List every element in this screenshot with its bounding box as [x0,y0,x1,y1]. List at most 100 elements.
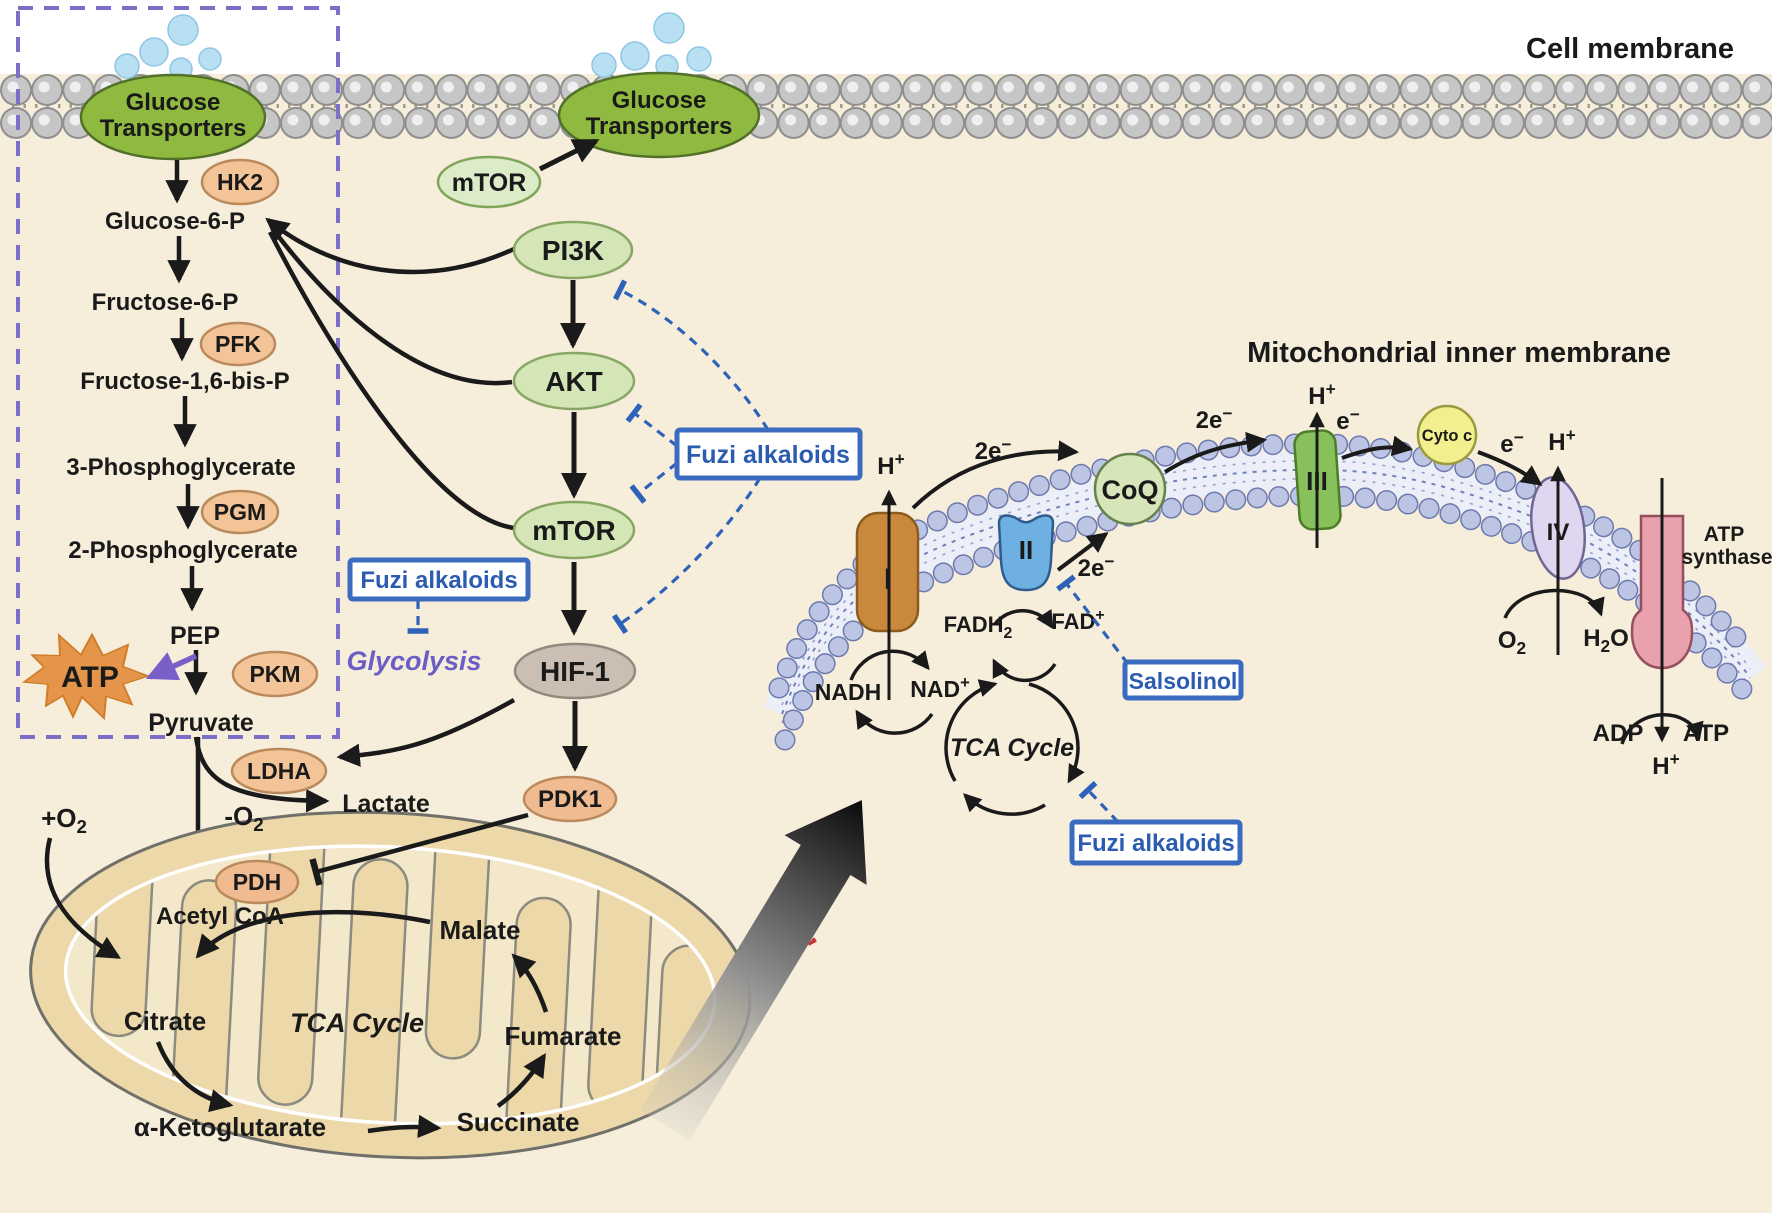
svg-text:HIF-1: HIF-1 [540,656,610,687]
svg-text:Fuzi alkaloids: Fuzi alkaloids [1077,830,1234,857]
h-plus-label-synthase: H+ [1652,749,1679,780]
fuzi-alkaloids-box-tca: Fuzi alkaloids [1069,819,1243,866]
ldha-oval: LDHA [230,747,328,795]
hif1-to-ldha-arrow [336,698,516,767]
enzyme-pfk: PFK [199,321,277,367]
pdk1-oval: PDK1 [522,775,618,823]
svg-text:Fuzi alkaloids: Fuzi alkaloids [360,567,517,594]
pdk1-inhibits-pdh [309,812,529,886]
adp-label: ADP [1593,720,1644,747]
atp-label-synthase: ATP [1683,720,1729,747]
fadh2-label: FADH2 [944,612,1013,642]
oxygen-entry-arrow [44,837,122,959]
mtor-to-transporter-arrow [538,138,600,172]
nadh-label: NADH [815,679,881,705]
svg-text:Pyruvate: Pyruvate [148,709,254,737]
svg-text:II: II [1019,535,1033,565]
hif1-oval: HIF-1 [513,642,637,700]
acetyl-coa-label: Acetyl CoA [156,903,284,930]
fadh2-cycle-arrows [992,609,1057,683]
tca-inset-circle-arrows [944,679,1085,816]
atp-starburst: ATP [21,632,151,721]
succinate-label: Succinate [457,1107,580,1137]
o2-label: O2 [1498,627,1526,658]
svg-text:3-Phosphoglycerate: 3-Phosphoglycerate [66,454,295,481]
citrate-label: Citrate [124,1006,206,1036]
svg-text:PI3K: PI3K [542,235,604,266]
svg-text:Fuzi alkaloids: Fuzi alkaloids [686,441,850,469]
coq-circle: CoQ [1093,452,1167,526]
glucose-transporter-right: Glucose Transporters [557,71,761,159]
cell-membrane-title: Cell membrane [1526,33,1734,65]
svg-text:PFK: PFK [215,331,261,357]
akt-oval: AKT [512,351,636,411]
enzyme-hk2: HK2 [200,158,280,206]
extracellular-background [0,0,1772,74]
glycolysis-label: Glycolysis [346,646,481,676]
svg-text:ATP: ATP [1704,523,1744,546]
svg-text:PDH: PDH [233,869,282,895]
h-plus-label-iii: H+ [1308,379,1335,410]
lactate-label: Lactate [342,790,430,818]
salsolinol-box: Salsolinol [1122,659,1244,701]
svg-text:CoQ: CoQ [1102,475,1159,505]
signaling-cascade-arrows [560,280,588,772]
plus-o2-label: +O2 [41,803,87,837]
minus-o2-label: -O2 [224,801,263,835]
svg-text:PDK1: PDK1 [538,786,602,813]
svg-text:Glucose: Glucose [612,87,707,114]
glucose-molecules-right [591,12,712,78]
svg-text:mTOR: mTOR [532,515,616,546]
enzyme-pgm: PGM [200,489,280,535]
e-minus-label-2: e− [1500,427,1523,458]
svg-text:ATP: ATP [61,661,119,694]
two-e-label-2: 2e− [1078,551,1115,582]
svg-text:LDHA: LDHA [247,758,311,784]
h2o-label: H2O [1583,625,1629,656]
glycolysis-enzyme-ovals: HK2 PFK PGM PKM [199,158,319,698]
zoom-callout-arrow [640,800,867,1140]
pi3k-oval: PI3K [512,220,634,280]
svg-text:Transporters: Transporters [100,115,247,142]
svg-text:Transporters: Transporters [586,113,733,140]
svg-text:Salsolinol: Salsolinol [1129,668,1238,694]
fuzi-tca-inhibition-line [1078,780,1120,824]
e-minus-label-1: e− [1336,404,1359,435]
o2-to-h2o-arrow [1503,588,1605,619]
two-e-label-3: 2e− [1196,403,1233,434]
cyto-c-circle: Cyto c [1416,404,1478,466]
adp-to-atp-arrow [1620,713,1704,745]
svg-text:AKT: AKT [545,366,603,397]
pdh-oval: PDH [214,859,300,905]
glycolysis-dashed-box [16,6,340,739]
inner-membrane-title: Mitochondrial inner membrane [1247,337,1671,369]
nadh-cycle-arrows [849,649,934,735]
svg-text:HK2: HK2 [217,169,263,195]
h-plus-label-iv: H+ [1548,425,1575,456]
svg-text:PEP: PEP [170,622,220,650]
enzyme-pkm: PKM [231,650,319,698]
fuzi-alkaloids-box-signaling: Fuzi alkaloids [674,427,863,481]
fuzi-inhibition-lines [611,279,770,635]
mtor-top-oval: mTOR [436,155,542,209]
nad-plus-label: NAD+ [910,673,970,702]
glycolysis-metabolite-labels: Glucose-6-P Fructose-6-P Fructose-1,6-bi… [66,208,297,737]
tca-cycle-arrows [155,909,549,1139]
alpha-ketoglutarate-label: α-Ketoglutarate [134,1112,326,1142]
tca-cycle-label: TCA Cycle [290,1008,424,1038]
svg-text:Glucose-6-P: Glucose-6-P [105,208,245,235]
electron-flow-arrows [911,431,1543,572]
glucose-transporter-left: Glucose Transporters [79,73,267,161]
two-e-label-1: 2e− [975,434,1012,465]
malate-label: Malate [440,915,521,945]
atp-release-arrow [145,652,198,681]
svg-text:Glucose: Glucose [126,89,221,116]
salsolinol-inhibition-line [1056,574,1130,665]
svg-text:PGM: PGM [214,499,266,525]
svg-text:mTOR: mTOR [452,169,527,197]
feedback-curves-to-hk2 [265,217,515,531]
mtor-oval: mTOR [512,500,636,560]
h-plus-label-i: H+ [877,449,904,480]
